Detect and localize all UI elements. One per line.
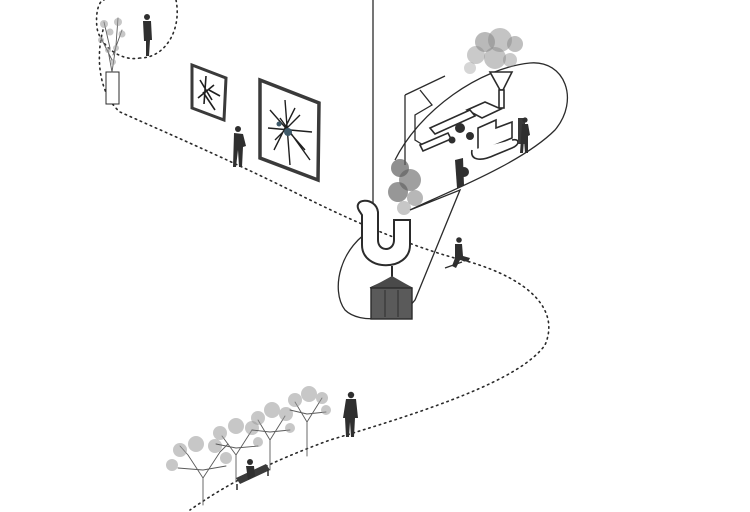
circulation-path [95,0,550,511]
machine-bracket [404,75,446,165]
pipe-machinery [418,71,525,188]
tree-1 [166,436,232,506]
person-silhouette-1 [143,14,152,56]
artwork-frame-large [258,77,321,183]
hanging-container [369,276,413,320]
person-silhouette-4 [343,391,358,437]
smoke-cloud-upper [464,28,523,74]
smoke-cloud-lower [388,159,423,215]
park-bench [236,459,270,490]
tree-3 [251,402,295,471]
seated-person [444,237,470,269]
person-silhouette-3 [520,117,530,153]
tree-row [166,386,331,506]
artwork-frame-small [190,62,228,123]
tree-4 [288,386,331,457]
person-silhouette-2 [233,126,246,167]
tree-2 [213,418,263,483]
potted-plant [98,17,126,105]
